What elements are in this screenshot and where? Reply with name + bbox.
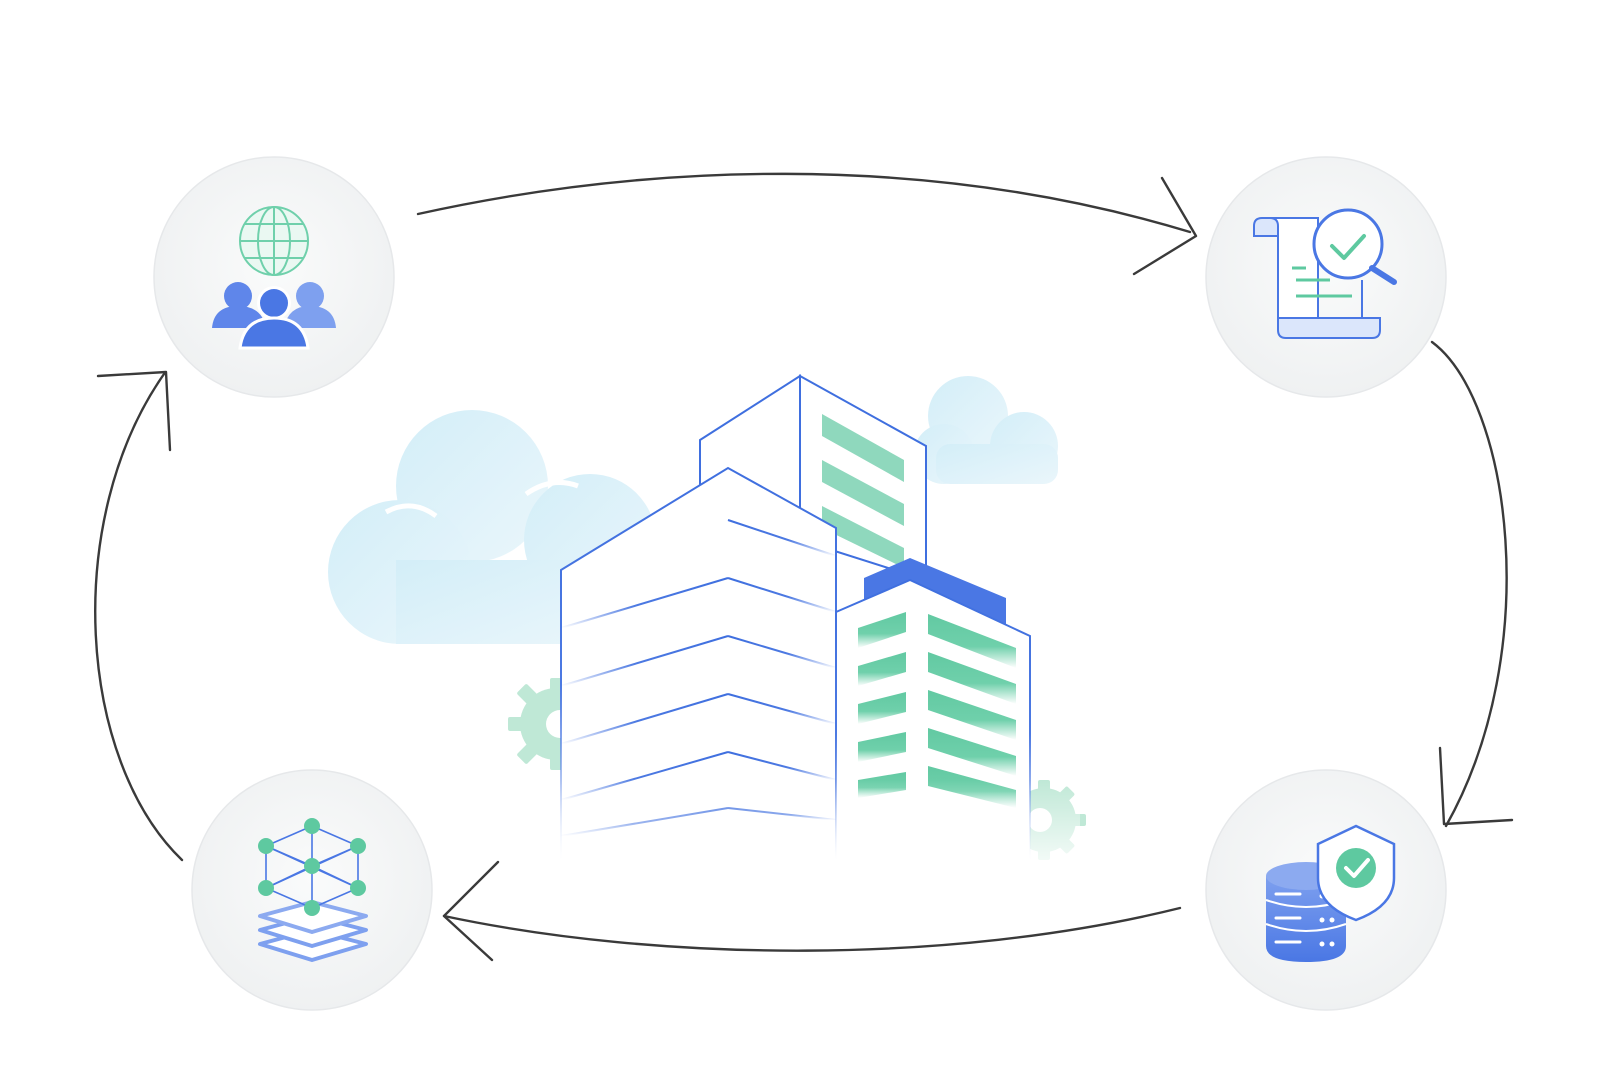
arrowhead-right xyxy=(1438,746,1514,826)
arrow-bottom xyxy=(442,906,1182,952)
arrow-left xyxy=(94,372,184,862)
node-secure-data[interactable] xyxy=(1205,769,1447,1011)
neural-network-icon xyxy=(258,818,366,916)
arrow-right xyxy=(1430,340,1508,828)
arrowhead-left xyxy=(96,370,172,452)
node-community[interactable] xyxy=(153,156,395,398)
shield-check-icon xyxy=(1316,824,1396,922)
cycle-arrows xyxy=(94,172,1514,962)
globe-icon xyxy=(239,206,309,276)
stack-layers-icon xyxy=(258,900,368,962)
office-building-icon xyxy=(520,374,1080,880)
node-audit[interactable] xyxy=(1205,156,1447,398)
arrowhead-bottom xyxy=(442,860,500,962)
node-ai-model[interactable] xyxy=(191,769,433,1011)
magnifier-check-icon xyxy=(1312,208,1397,285)
cloud-icon xyxy=(914,376,1058,484)
document-scroll-icon xyxy=(1253,217,1381,339)
center-illustration xyxy=(328,374,1086,880)
arrow-top xyxy=(416,172,1192,234)
arrowhead-top xyxy=(1132,176,1198,276)
people-icon xyxy=(212,282,336,350)
